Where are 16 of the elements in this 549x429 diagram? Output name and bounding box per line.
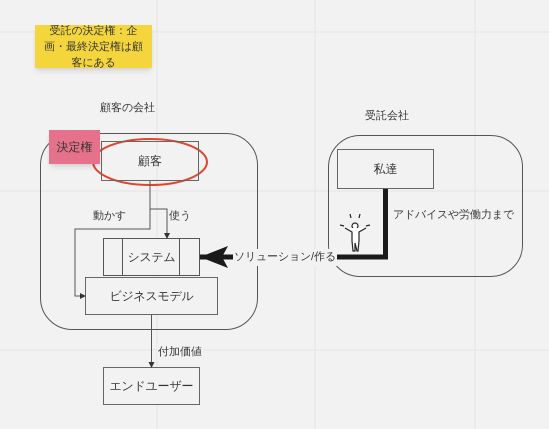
- group-heading: 受託会社: [365, 108, 409, 124]
- sticky-note: 決定権: [49, 130, 100, 164]
- node-text: システム: [128, 249, 176, 266]
- sticky-note: 受託の決定権：企画・最終決定権は顧客にある: [35, 25, 152, 68]
- note-label: アドバイスや労働力まで: [393, 208, 514, 223]
- process-box: ビジネスモデル: [85, 277, 218, 315]
- node-text: 顧客: [138, 153, 162, 170]
- arrow: [148, 314, 154, 368]
- process-box: [103, 238, 200, 276]
- edge-label: 付加価値: [157, 344, 203, 360]
- group-heading: 顧客の会社: [100, 100, 155, 116]
- edge-label: ソリューション/作る: [233, 249, 338, 266]
- arrow: [74, 180, 150, 299]
- process-box: エンドユーザー: [103, 367, 200, 405]
- process-box: [101, 141, 199, 181]
- process-box: 私達: [337, 149, 434, 189]
